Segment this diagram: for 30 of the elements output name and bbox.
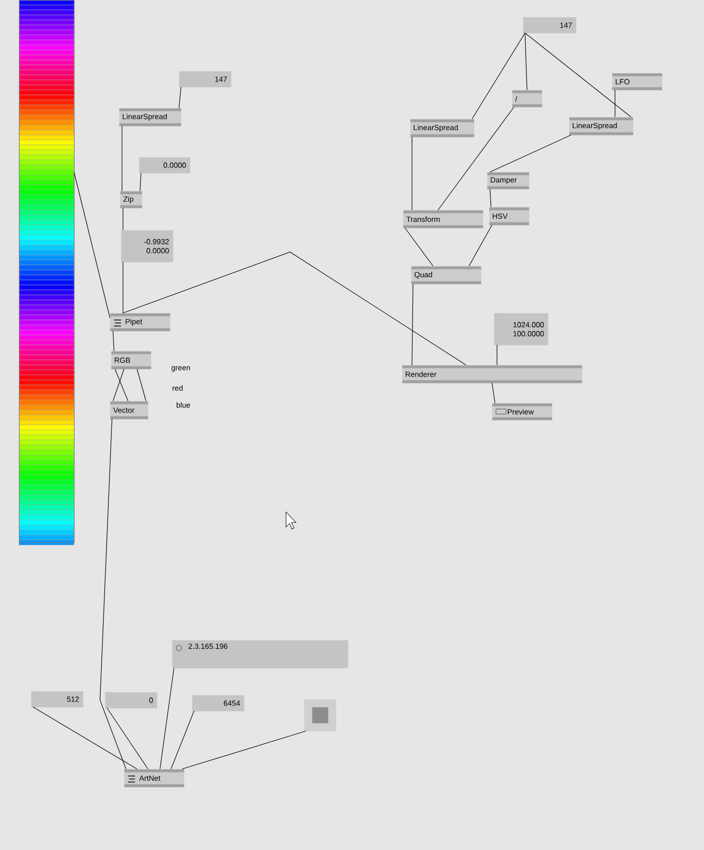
link-line	[170, 710, 194, 770]
link-line	[122, 208, 124, 230]
link-line	[472, 32, 526, 120]
toggle-box	[304, 699, 336, 732]
link-line	[122, 262, 124, 314]
link-line	[490, 188, 492, 208]
link-line	[114, 368, 128, 402]
link-line	[106, 708, 148, 770]
link-line	[468, 224, 492, 266]
link-line	[112, 368, 124, 402]
link-line	[122, 252, 466, 366]
link-line	[490, 134, 572, 172]
link-line	[524, 32, 528, 90]
link-line	[524, 32, 632, 118]
link-line	[492, 382, 496, 404]
link-line	[412, 284, 414, 366]
link-line	[74, 172, 110, 318]
link-line	[160, 668, 174, 770]
link-line	[496, 344, 498, 366]
link-line	[140, 172, 142, 192]
link-line	[404, 228, 434, 266]
link-line	[32, 706, 138, 770]
link-line	[112, 330, 114, 352]
link-line	[100, 418, 126, 770]
link-line	[182, 730, 306, 770]
link-line	[178, 86, 182, 108]
link-line	[438, 106, 514, 210]
link-line	[614, 90, 616, 118]
gradient-bar-drawing	[18, 0, 75, 546]
link-line	[136, 368, 146, 402]
